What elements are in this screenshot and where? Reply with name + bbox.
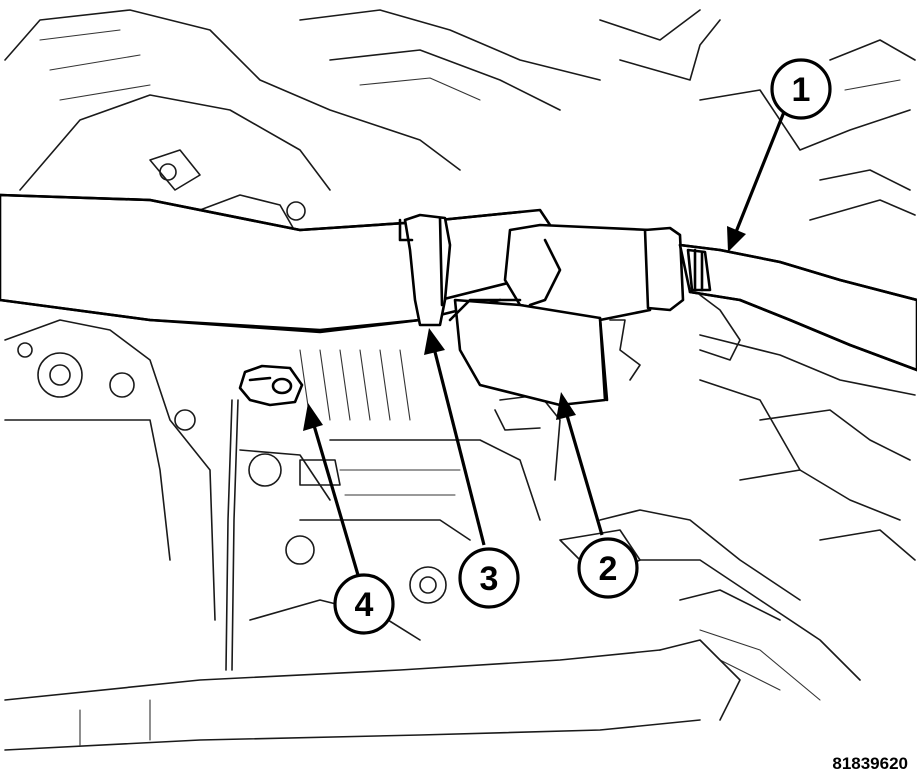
hose-clamp <box>398 213 452 327</box>
callout-4: 4 <box>333 573 395 635</box>
callout-3-label: 3 <box>480 560 499 598</box>
callout-2-label: 2 <box>599 550 618 588</box>
callout-1-label: 1 <box>792 71 811 109</box>
hose-coupler <box>448 223 685 407</box>
callout-2: 2 <box>577 537 639 599</box>
figure-id: 81839620 <box>832 754 908 773</box>
callout-arrows <box>303 111 786 576</box>
callout-1: 1 <box>770 58 832 120</box>
wire-eyelet <box>238 364 304 407</box>
background-engine-linework <box>4 9 916 751</box>
callout-4-label: 4 <box>355 586 374 624</box>
outlet-hose <box>678 243 917 372</box>
callout-3: 3 <box>458 547 520 609</box>
